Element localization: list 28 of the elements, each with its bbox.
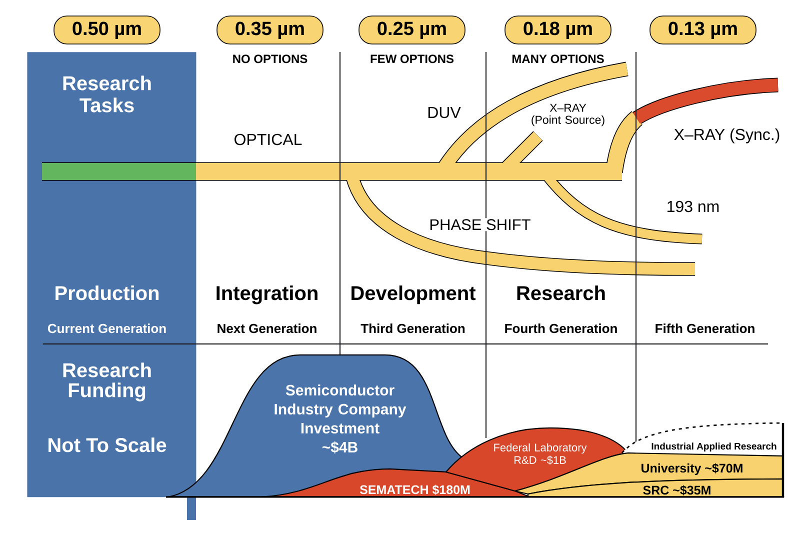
generation-label: Third Generation xyxy=(360,324,465,334)
stage-heading: Integration xyxy=(216,286,318,304)
column-header: NO OPTIONS xyxy=(233,54,308,64)
row-subheading: Current Generation xyxy=(48,324,166,334)
row-heading: Production xyxy=(56,286,159,300)
generation-label: Fifth Generation xyxy=(656,324,754,334)
branch-label: X–RAY (Point Source) xyxy=(532,104,604,126)
layer-band: SRC ~$35M xyxy=(527,478,784,498)
pill-box: 0.18 µm xyxy=(504,16,612,44)
generation-label: Next Generation xyxy=(218,324,316,334)
branch-label: X–RAY (Sync.) xyxy=(674,128,780,144)
stage-heading: Research xyxy=(517,286,605,300)
generation-label: Fourth Generation xyxy=(505,324,617,334)
column-header: MANY OPTIONS xyxy=(512,54,604,64)
branch-label: OPTICAL xyxy=(234,134,302,146)
row-heading: Research Funding xyxy=(63,362,151,402)
pill-box: 0.25 µm xyxy=(358,16,466,44)
node-label: Industrial Applied Research xyxy=(652,442,776,452)
pill-box: 0.50 µm xyxy=(54,16,160,44)
branch-label: PHASE SHIFT xyxy=(428,218,532,232)
pill-box: 0.13 µm xyxy=(650,16,756,44)
branch-label: 193 nm xyxy=(668,200,719,212)
stage-heading: Development xyxy=(352,286,476,304)
row-note: Not To Scale xyxy=(48,438,166,452)
branch-label: DUV xyxy=(428,106,461,118)
row-heading: Research Tasks xyxy=(63,76,151,112)
column-header: FEW OPTIONS xyxy=(370,54,454,64)
pill-box: 0.35 µm xyxy=(216,16,324,44)
